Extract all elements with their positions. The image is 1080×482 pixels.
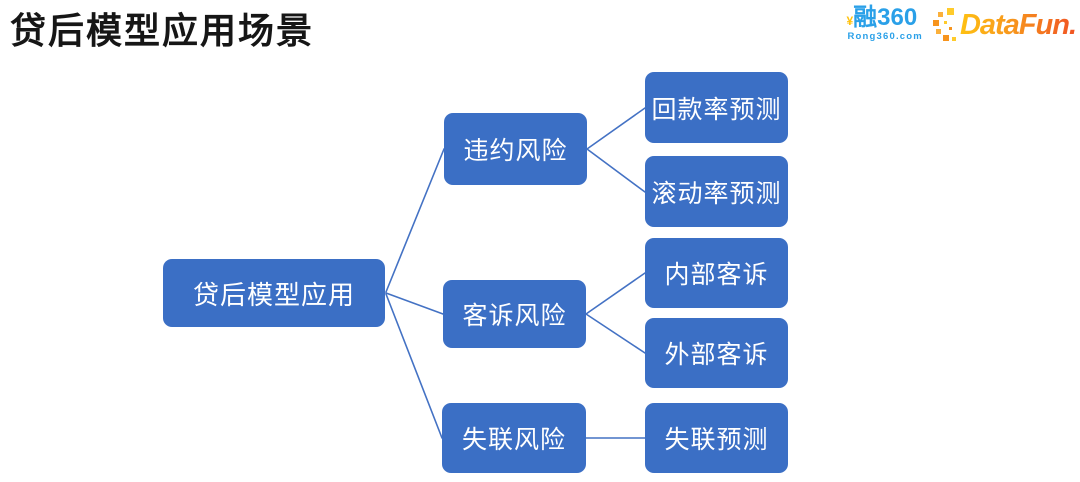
- node-external-complaint: 外部客诉: [645, 318, 788, 388]
- node-label: 内部客诉: [664, 261, 769, 289]
- node-label: 贷后模型应用: [192, 279, 355, 310]
- node-complaint-risk: 客诉风险: [443, 280, 586, 348]
- brand-logos: 融360 ¥ Rong360.com DataFun.: [846, 4, 1080, 43]
- rong360-wordmark: 融360 ¥: [846, 4, 923, 31]
- edge-root-complaint: [385, 292, 444, 315]
- node-label: 违约风险: [463, 137, 568, 165]
- node-default-risk: 违约风险: [444, 113, 587, 185]
- node-roll-rate-prediction: 滚动率预测: [645, 156, 788, 227]
- node-root: 贷后模型应用: [163, 259, 385, 327]
- node-lost-contact-prediction: 失联预测: [645, 403, 788, 473]
- node-lost-contact-risk: 失联风险: [442, 403, 586, 473]
- node-label: 客诉风险: [462, 302, 567, 330]
- yuan-accent-icon: ¥: [846, 14, 854, 28]
- edge-default-repay: [586, 107, 646, 150]
- node-label: 失联预测: [664, 426, 769, 454]
- datafun-wordmark: DataFun.: [960, 8, 1080, 42]
- datafun-mosaic-icon: [932, 8, 956, 41]
- edge-root-lost: [385, 293, 443, 439]
- node-internal-complaint: 内部客诉: [645, 238, 788, 308]
- edge-complaint-internal: [585, 272, 646, 315]
- rong360-subtext: Rong360.com: [847, 31, 923, 42]
- rong360-logo: 融360 ¥ Rong360.com: [846, 4, 923, 43]
- node-label: 失联风险: [461, 426, 566, 454]
- edge-complaint-external: [585, 313, 646, 354]
- edge-root-default: [385, 148, 445, 293]
- node-label: 外部客诉: [664, 341, 769, 369]
- page-title: 贷后模型应用场景: [10, 10, 315, 51]
- edge-default-roll: [586, 148, 646, 193]
- node-repayment-rate-prediction: 回款率预测: [645, 72, 788, 143]
- node-label: 滚动率预测: [651, 179, 782, 208]
- datafun-logo: DataFun.: [932, 6, 1080, 42]
- node-label: 回款率预测: [651, 95, 782, 124]
- rong360-wordmark-text: 融360: [853, 4, 918, 31]
